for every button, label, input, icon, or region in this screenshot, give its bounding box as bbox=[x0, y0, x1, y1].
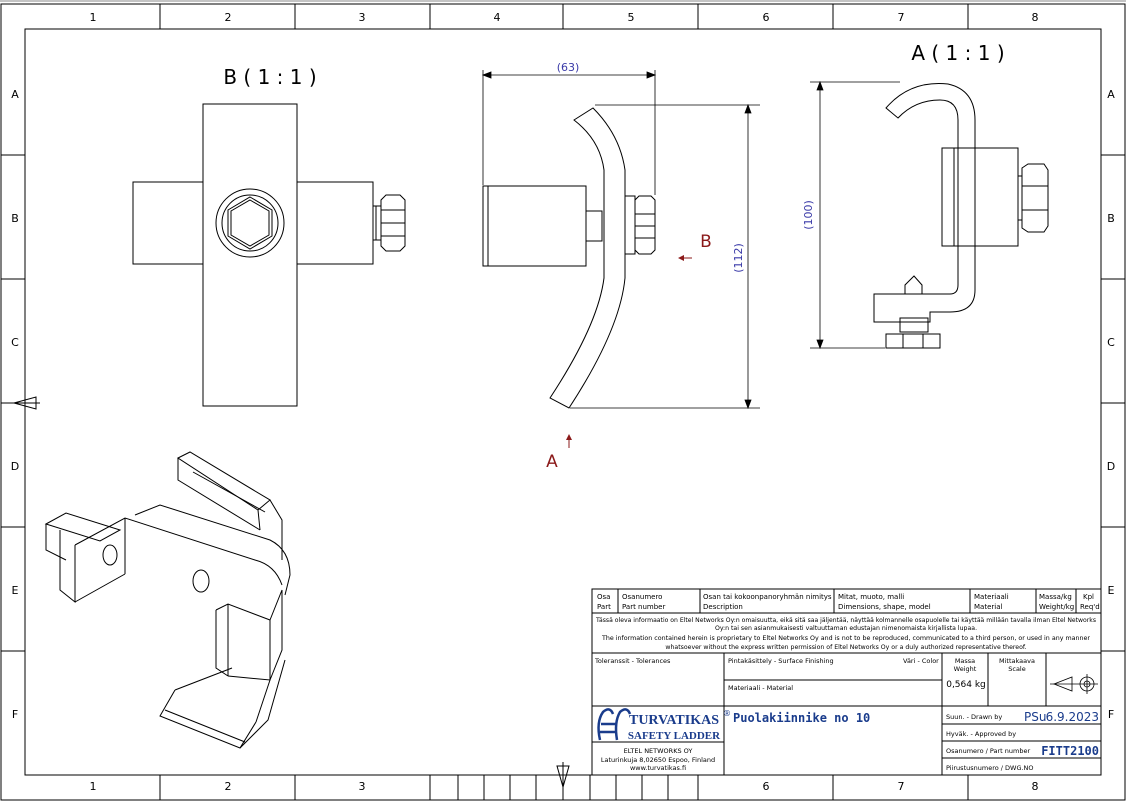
zone-col-1: 1 bbox=[90, 11, 97, 24]
dimension-height-side: (112) bbox=[732, 243, 745, 273]
projection-symbol-icon bbox=[1050, 674, 1098, 694]
registered-mark: ® bbox=[723, 709, 731, 718]
th-dimensions: Dimensions, shape, model bbox=[838, 603, 931, 611]
zone-row-c-right: C bbox=[1107, 336, 1115, 349]
zone-col-7: 7 bbox=[898, 11, 905, 24]
th-part-number: Part number bbox=[622, 603, 665, 611]
section-marker-a: A bbox=[546, 434, 572, 472]
zone-col-8: 8 bbox=[1032, 11, 1039, 24]
scale-label-1: Mittakaava bbox=[999, 657, 1035, 665]
dimension-height-detail: (100) bbox=[802, 200, 815, 230]
zone-row-e: E bbox=[12, 584, 19, 597]
zone-row-f: F bbox=[12, 708, 18, 721]
zone-col-2-bottom: 2 bbox=[225, 780, 232, 793]
zone-row-e-right: E bbox=[1108, 584, 1115, 597]
zone-row-a-right: A bbox=[1107, 88, 1115, 101]
section-marker-b-text: B bbox=[700, 232, 712, 252]
zone-col-5: 5 bbox=[628, 11, 635, 24]
section-marker-a-text: A bbox=[546, 452, 558, 472]
company-address: Laturinkuja 8,02650 Espoo, Finland bbox=[601, 756, 715, 764]
notice-fi-1: Tässä oleva informaatio on Eltel Network… bbox=[595, 617, 1096, 624]
th-kpl: Kpl bbox=[1083, 593, 1094, 601]
th-weight: Weight/kg bbox=[1039, 603, 1074, 611]
detail-b-label: B ( 1 : 1 ) bbox=[223, 65, 316, 89]
dimension-width: (63) bbox=[557, 61, 580, 74]
th-mitat: Mitat, muoto, malli bbox=[838, 593, 904, 601]
company-website: www.turvatikas.fi bbox=[630, 764, 686, 772]
notice-fi-2: Oy:n tai sen asianmukaisesti valtuuttama… bbox=[715, 625, 977, 632]
title-block-lines bbox=[457, 588, 1102, 800]
title-block-header: Osa Part Osanumero Part number Osan tai … bbox=[597, 593, 1100, 611]
drawn-by-label: Suun. - Drawn by bbox=[946, 713, 1002, 721]
part-number-label: Osanumero / Part number bbox=[946, 747, 1030, 755]
mass-label-2: Weight bbox=[954, 665, 977, 673]
side-dimensions bbox=[481, 70, 760, 410]
zone-column-labels: 1 2 3 4 5 6 7 8 1 2 3 6 7 8 bbox=[90, 11, 1039, 793]
side-view bbox=[482, 107, 656, 409]
zone-row-labels: A B C D E F A B C D E F bbox=[11, 88, 1115, 721]
part-title: Puolakiinnike no 10 bbox=[733, 711, 870, 725]
material-label: Materiaali - Material bbox=[728, 684, 793, 692]
company-info: ELTEL NETWORKS OY Laturinkuja 8,02650 Es… bbox=[601, 747, 715, 772]
title-block-fields: Toleranssit - Tolerances Pintakäsittely … bbox=[594, 657, 1035, 772]
dwg-label: Piirustusnumero / DWG.NO bbox=[946, 764, 1034, 772]
zone-col-3: 3 bbox=[359, 11, 366, 24]
turvatikas-logo: TURVATIKAS SAFETY LADDER ® bbox=[597, 708, 731, 742]
th-reqd: Req'd bbox=[1080, 603, 1100, 611]
brand-line2: SAFETY LADDER bbox=[628, 730, 721, 742]
centering-marks bbox=[12, 396, 570, 790]
scale-label-2: Scale bbox=[1008, 665, 1026, 673]
color-label: Väri - Color bbox=[903, 657, 939, 665]
notice-en-2: whatsoever without the express written p… bbox=[665, 644, 1026, 651]
zone-col-4: 4 bbox=[494, 11, 501, 24]
zone-row-d: D bbox=[11, 460, 19, 473]
view-b bbox=[132, 103, 406, 407]
proprietary-notice: Tässä oleva informaatio on Eltel Network… bbox=[595, 617, 1096, 651]
detail-dimensions bbox=[810, 80, 900, 350]
zone-row-d-right: D bbox=[1107, 460, 1115, 473]
zone-col-7-bottom: 7 bbox=[898, 780, 905, 793]
inner-frame bbox=[24, 28, 1102, 776]
th-nimitys: Osan tai kokoonpanoryhmän nimitys bbox=[703, 593, 832, 601]
th-material: Material bbox=[974, 603, 1002, 611]
drawn-date: 6.9.2023 bbox=[1046, 710, 1099, 724]
mass-value: 0,564 kg bbox=[946, 680, 986, 690]
zone-row-f-right: F bbox=[1108, 708, 1114, 721]
surface-label: Pintakäsittely - Surface Finishing bbox=[728, 657, 834, 665]
zone-row-b: B bbox=[11, 212, 19, 225]
th-osa: Osa bbox=[597, 593, 610, 601]
brand-line1: TURVATIKAS bbox=[629, 713, 719, 728]
approved-label: Hyväk. - Approved by bbox=[946, 730, 1016, 738]
ladder-icon bbox=[597, 708, 632, 741]
drawn-by-value: PSu bbox=[1024, 710, 1046, 724]
tolerances-label: Toleranssit - Tolerances bbox=[594, 657, 671, 665]
th-part: Part bbox=[597, 603, 611, 611]
th-materiaali: Materiaali bbox=[974, 593, 1009, 601]
section-marker-b: B bbox=[678, 232, 712, 261]
view-a bbox=[873, 83, 1049, 349]
isometric-view bbox=[44, 451, 291, 749]
th-osanumero: Osanumero bbox=[622, 593, 662, 601]
zone-col-2: 2 bbox=[225, 11, 232, 24]
mass-label-1: Massa bbox=[955, 657, 975, 665]
zone-col-6: 6 bbox=[763, 11, 770, 24]
company-name: ELTEL NETWORKS OY bbox=[624, 747, 693, 755]
detail-a-label: A ( 1 : 1 ) bbox=[911, 41, 1004, 65]
zone-col-8-bottom: 8 bbox=[1032, 780, 1039, 793]
part-number-value: FITT2100 bbox=[1041, 744, 1099, 758]
th-massa: Massa/kg bbox=[1039, 593, 1072, 601]
zone-col-1-bottom: 1 bbox=[90, 780, 97, 793]
zone-row-b-right: B bbox=[1107, 212, 1115, 225]
zone-col-3-bottom: 3 bbox=[359, 780, 366, 793]
zone-col-6-bottom: 6 bbox=[763, 780, 770, 793]
zone-row-a: A bbox=[11, 88, 19, 101]
notice-en-1: The information contained herein is prop… bbox=[601, 635, 1090, 642]
zone-row-c: C bbox=[11, 336, 19, 349]
th-description: Description bbox=[703, 603, 743, 611]
